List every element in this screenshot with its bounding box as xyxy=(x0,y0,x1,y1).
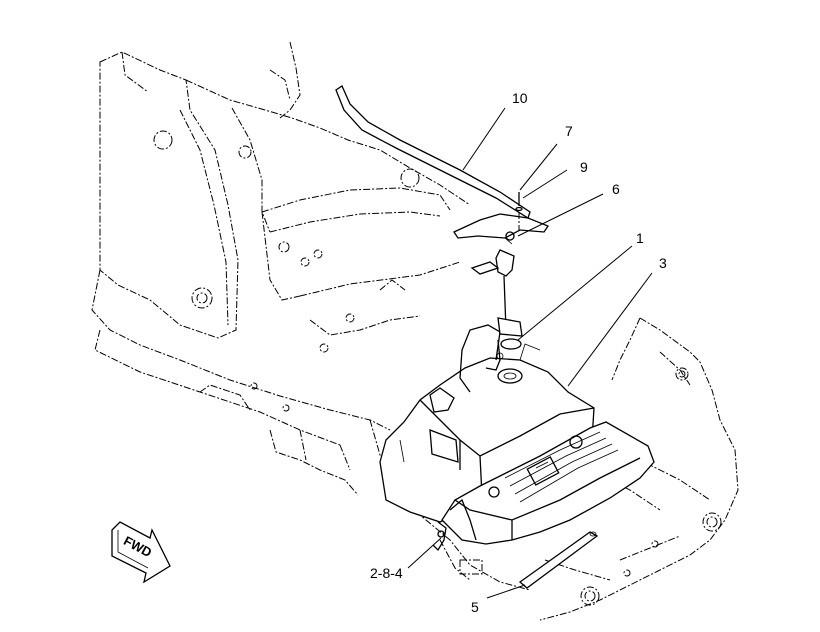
callout-5: 5 xyxy=(471,599,479,615)
leader-7 xyxy=(519,143,558,191)
part-7-9-screw xyxy=(505,192,523,241)
fwd-arrow-icon xyxy=(111,521,171,584)
leader-2-8-4 xyxy=(407,537,442,569)
part-2-8-4-clamp xyxy=(432,521,447,552)
leader-6 xyxy=(517,193,604,237)
forward-direction-arrow: FWD xyxy=(111,521,171,584)
fuel-tank xyxy=(379,324,595,523)
level-sender-assembly xyxy=(470,249,523,371)
part-10-rod xyxy=(335,85,531,219)
leader-10 xyxy=(462,107,506,171)
leader-lines xyxy=(407,107,653,599)
callout-labels: 10 7 9 6 1 3 2-8-4 5 xyxy=(370,90,667,615)
leader-5 xyxy=(486,584,526,599)
callout-2-8-4: 2-8-4 xyxy=(370,565,403,581)
part-6-bracket xyxy=(453,213,549,245)
leader-3 xyxy=(567,272,653,387)
leader-1 xyxy=(517,245,633,341)
part-5-rod xyxy=(518,531,599,589)
callout-10: 10 xyxy=(512,90,528,106)
callout-7: 7 xyxy=(565,123,573,139)
leader-9 xyxy=(522,169,568,199)
machine-frame-phantom xyxy=(91,41,739,621)
callout-6: 6 xyxy=(612,181,620,197)
callout-9: 9 xyxy=(580,159,588,175)
callout-1: 1 xyxy=(636,230,644,246)
callout-3: 3 xyxy=(659,255,667,271)
tank-cover-plate xyxy=(441,421,655,545)
